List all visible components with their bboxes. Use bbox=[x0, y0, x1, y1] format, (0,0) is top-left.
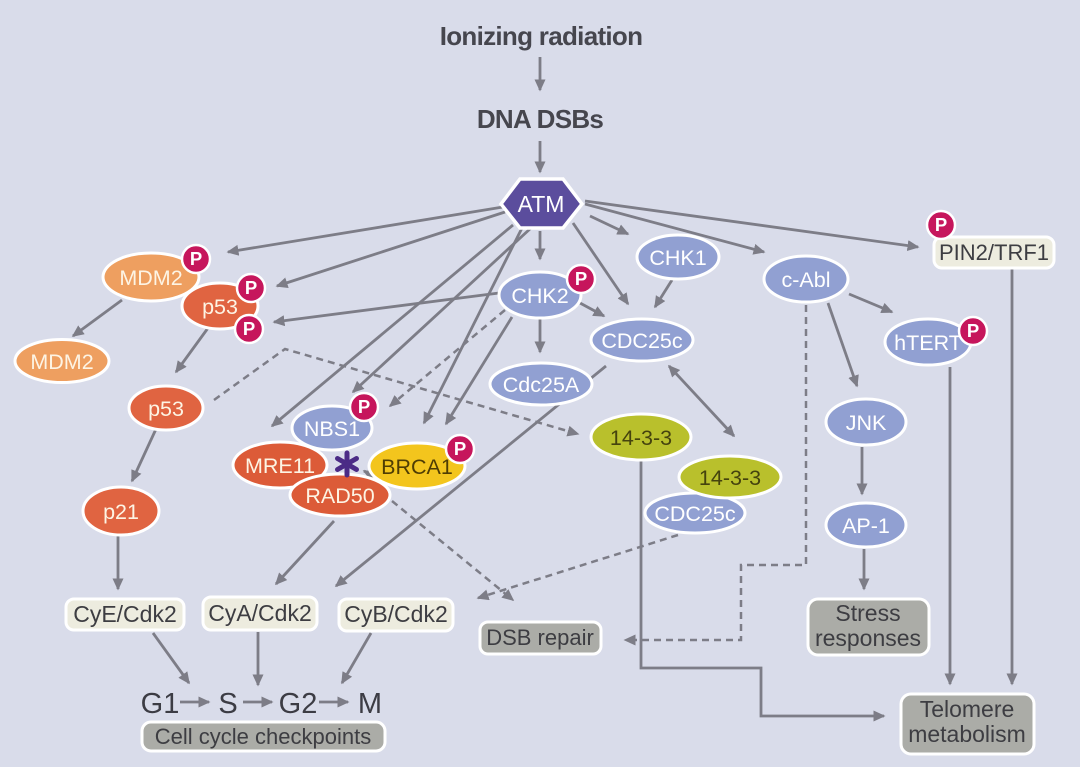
svg-text:responses: responses bbox=[815, 625, 921, 651]
svg-text:CyE/Cdk2: CyE/Cdk2 bbox=[73, 601, 177, 627]
svg-text:metabolism: metabolism bbox=[908, 721, 1026, 747]
svg-text:Ionizing radiation: Ionizing radiation bbox=[440, 21, 643, 51]
svg-text:p21: p21 bbox=[103, 500, 139, 524]
svg-text:G2: G2 bbox=[279, 688, 318, 720]
svg-text:NBS1: NBS1 bbox=[304, 417, 360, 441]
svg-text:14-3-3: 14-3-3 bbox=[610, 426, 672, 450]
svg-text:Cell cycle checkpoints: Cell cycle checkpoints bbox=[155, 724, 371, 749]
svg-text:S: S bbox=[218, 688, 237, 720]
svg-text:P: P bbox=[575, 268, 587, 289]
svg-text:AP-1: AP-1 bbox=[842, 514, 890, 538]
svg-text:CDC25c: CDC25c bbox=[654, 502, 735, 526]
svg-text:P: P bbox=[245, 277, 257, 298]
svg-text:BRCA1: BRCA1 bbox=[381, 455, 453, 479]
svg-text:MDM2: MDM2 bbox=[30, 350, 93, 374]
svg-text:MDM2: MDM2 bbox=[119, 266, 182, 290]
svg-text:Telomere: Telomere bbox=[920, 696, 1015, 722]
svg-text:hTERT: hTERT bbox=[894, 331, 962, 355]
svg-text:CyA/Cdk2: CyA/Cdk2 bbox=[208, 600, 312, 626]
svg-text:p53: p53 bbox=[148, 397, 184, 421]
svg-text:14-3-3: 14-3-3 bbox=[699, 466, 761, 490]
svg-text:P: P bbox=[243, 318, 255, 339]
svg-text:CHK1: CHK1 bbox=[649, 246, 706, 270]
svg-text:DNA DSBs: DNA DSBs bbox=[477, 104, 604, 134]
svg-text:MRE11: MRE11 bbox=[245, 454, 315, 478]
svg-text:P: P bbox=[967, 320, 979, 341]
svg-text:p53: p53 bbox=[202, 295, 238, 319]
svg-text:P: P bbox=[454, 438, 466, 459]
svg-text:RAD50: RAD50 bbox=[305, 484, 374, 508]
svg-text:P: P bbox=[190, 248, 202, 269]
svg-text:JNK: JNK bbox=[846, 411, 887, 435]
svg-text:DSB repair: DSB repair bbox=[486, 625, 594, 650]
svg-text:Stress: Stress bbox=[835, 600, 900, 626]
svg-text:ATM: ATM bbox=[518, 191, 565, 217]
svg-text:PIN2/TRF1: PIN2/TRF1 bbox=[939, 240, 1049, 265]
svg-text:M: M bbox=[358, 688, 382, 720]
svg-text:CyB/Cdk2: CyB/Cdk2 bbox=[344, 601, 448, 627]
svg-text:G1: G1 bbox=[141, 688, 180, 720]
svg-text:c-Abl: c-Abl bbox=[782, 268, 831, 292]
svg-text:P: P bbox=[358, 396, 370, 417]
svg-text:CDC25c: CDC25c bbox=[601, 329, 682, 353]
svg-text:CHK2: CHK2 bbox=[511, 284, 568, 308]
svg-text:Cdc25A: Cdc25A bbox=[503, 373, 580, 397]
svg-text:P: P bbox=[935, 214, 947, 235]
